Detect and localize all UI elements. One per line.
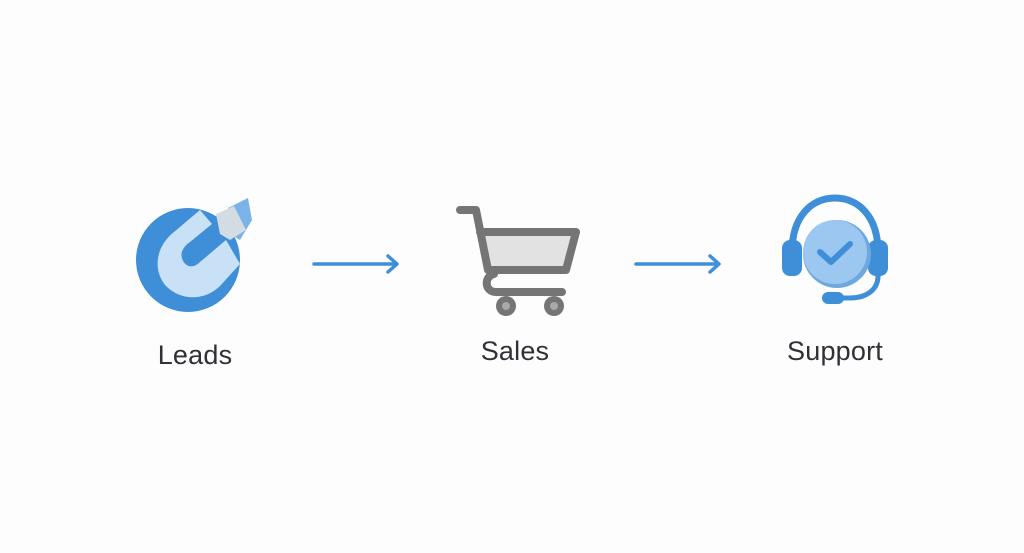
- node-sales: Sales: [440, 198, 590, 367]
- node-label-leads: Leads: [157, 340, 233, 370]
- node-support: Support: [760, 190, 910, 367]
- node-leads: Leads: [122, 196, 268, 371]
- headset-check-icon: [782, 194, 888, 304]
- node-label-support: Support: [787, 336, 883, 366]
- arrow-right-icon: [312, 254, 399, 274]
- arrow-right-icon: [634, 254, 721, 274]
- shopping-cart-icon: [456, 206, 580, 316]
- node-label-sales: Sales: [480, 336, 550, 366]
- magnet-icon: [136, 198, 252, 312]
